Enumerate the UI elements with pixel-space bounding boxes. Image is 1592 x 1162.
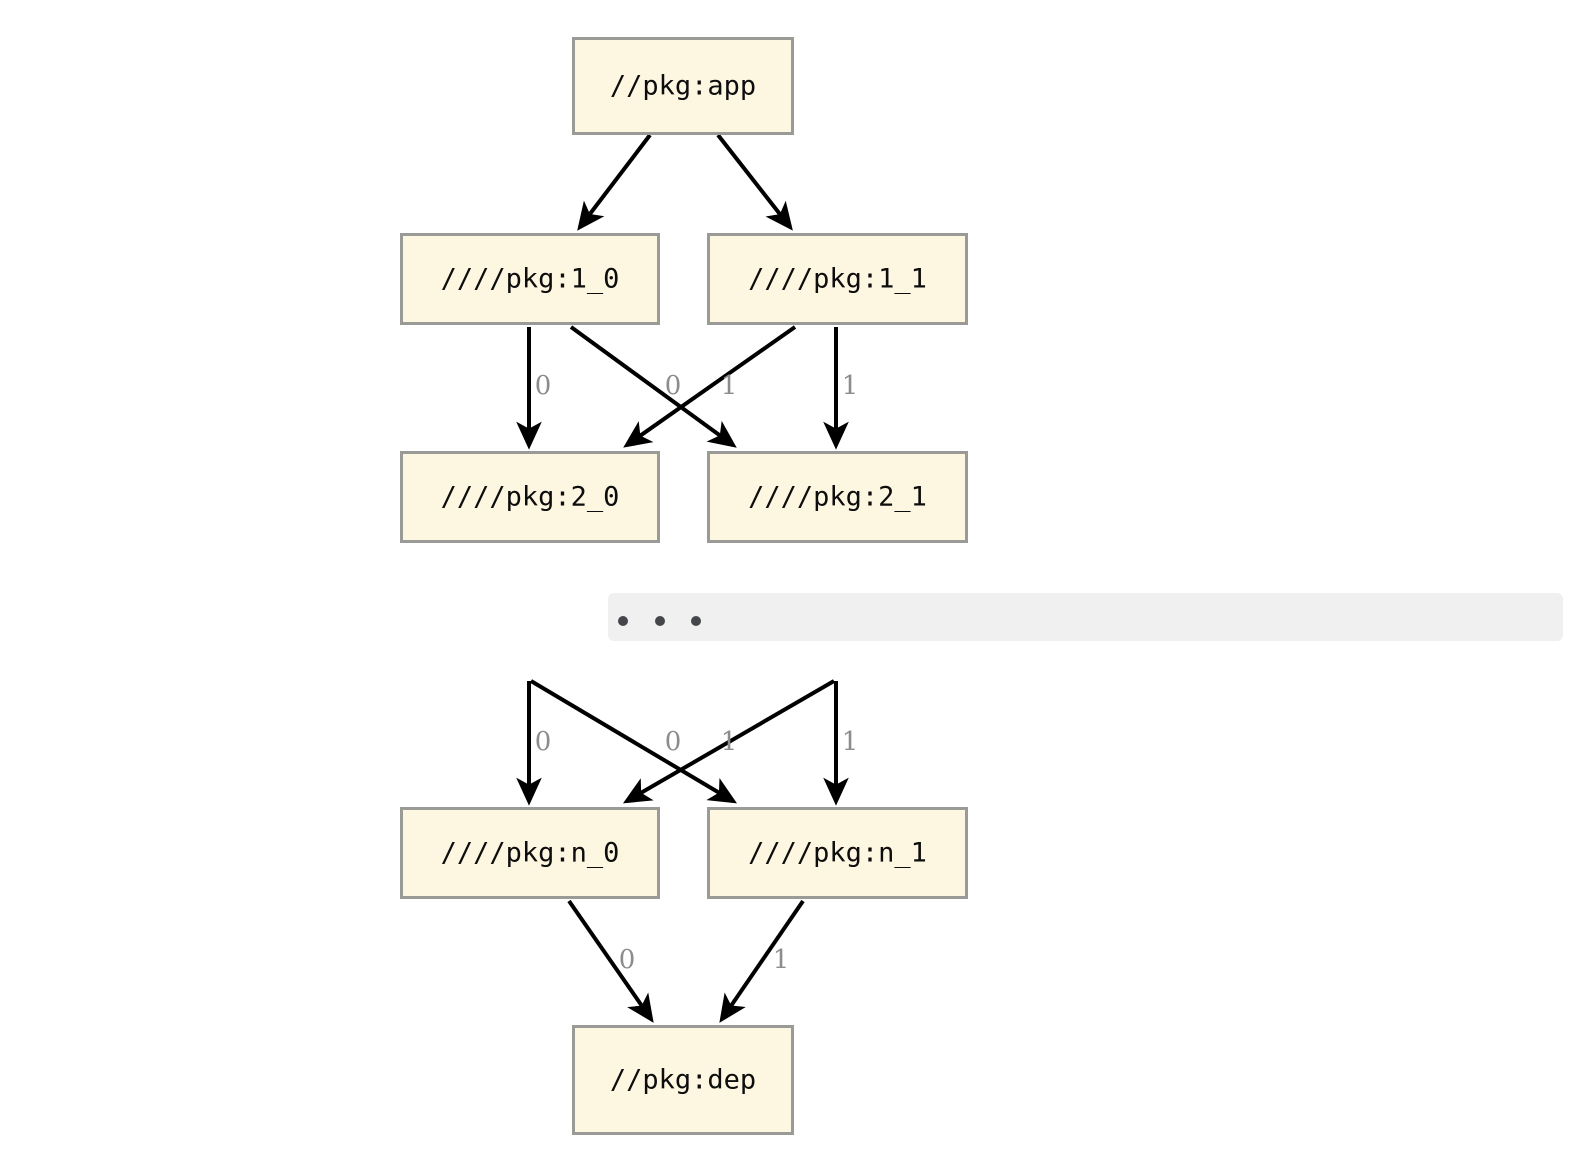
ellipsis-dot-2 <box>691 616 701 626</box>
nodes-layer: //pkg:app ////pkg:1_0 ////pkg:1_1 ////pkg:2… <box>400 37 968 1135</box>
ellipsis-band-bg <box>608 593 1563 641</box>
edge-line <box>567 899 654 1023</box>
edge-line <box>719 899 805 1023</box>
graph-edge: 1 <box>719 899 805 1023</box>
node-label: //pkg:dep <box>610 1065 756 1096</box>
edges-layer: 0 0 1 1 0 0 1 1 0 1 <box>516 133 859 1023</box>
edge-line <box>622 679 836 804</box>
node-label: ////pkg:2_0 <box>441 482 620 513</box>
node-label: ////pkg:1_1 <box>748 264 927 295</box>
edge-line <box>577 133 652 231</box>
graph-node[interactable]: ////pkg:2_1 <box>707 451 968 543</box>
node-box[interactable] <box>400 233 660 325</box>
edge-label: 1 <box>842 727 859 757</box>
graph-edge: 1 <box>823 681 859 806</box>
node-box[interactable] <box>707 233 968 325</box>
graph-edge: 1 <box>623 325 797 448</box>
edge-label: 1 <box>773 945 790 975</box>
graph-node[interactable]: ////pkg:n_0 <box>400 807 660 899</box>
edge-line <box>529 679 738 804</box>
edge-label: 0 <box>665 371 682 401</box>
graph-edge: 0 <box>569 325 737 448</box>
edge-line <box>623 325 797 448</box>
node-box[interactable] <box>572 1025 794 1135</box>
graph-node[interactable]: ////pkg:1_0 <box>400 233 660 325</box>
node-box[interactable] <box>400 807 660 899</box>
node-label: //pkg:app <box>610 71 756 102</box>
graph-node[interactable]: ////pkg:1_1 <box>707 233 968 325</box>
edge-label: 0 <box>535 727 552 757</box>
node-box[interactable] <box>572 37 794 135</box>
graph-edge <box>716 133 793 231</box>
graph-node[interactable]: //pkg:app <box>572 37 794 135</box>
node-box[interactable] <box>400 451 660 543</box>
graph-edge: 0 <box>516 681 552 806</box>
ellipsis-dot-0 <box>618 616 628 626</box>
graph-node[interactable]: //pkg:dep <box>572 1025 794 1135</box>
graph-edge: 1 <box>823 327 859 450</box>
graph-edge: 1 <box>622 679 836 804</box>
graph-node[interactable]: ////pkg:n_1 <box>707 807 968 899</box>
graph-edge: 0 <box>567 899 654 1023</box>
edge-line <box>569 325 737 448</box>
node-label: ////pkg:n_1 <box>748 838 927 869</box>
edge-label: 1 <box>842 371 859 401</box>
edge-label: 0 <box>535 371 552 401</box>
graph-edge <box>577 133 652 231</box>
ellipsis-dot-1 <box>655 616 665 626</box>
edge-line <box>716 133 793 231</box>
node-box[interactable] <box>707 451 968 543</box>
ellipsis-band-layer <box>608 593 1563 641</box>
node-label: ////pkg:1_0 <box>441 264 620 295</box>
truncated-levels-band <box>608 593 1563 641</box>
edge-label: 1 <box>721 371 738 401</box>
graph-edge: 0 <box>516 327 552 450</box>
node-label: ////pkg:n_0 <box>441 838 620 869</box>
node-box[interactable] <box>707 807 968 899</box>
node-label: ////pkg:2_1 <box>748 482 927 513</box>
edge-label: 1 <box>721 727 738 757</box>
edge-label: 0 <box>665 727 682 757</box>
graph-edge: 0 <box>529 679 738 804</box>
graph-node[interactable]: ////pkg:2_0 <box>400 451 660 543</box>
edge-label: 0 <box>619 945 636 975</box>
